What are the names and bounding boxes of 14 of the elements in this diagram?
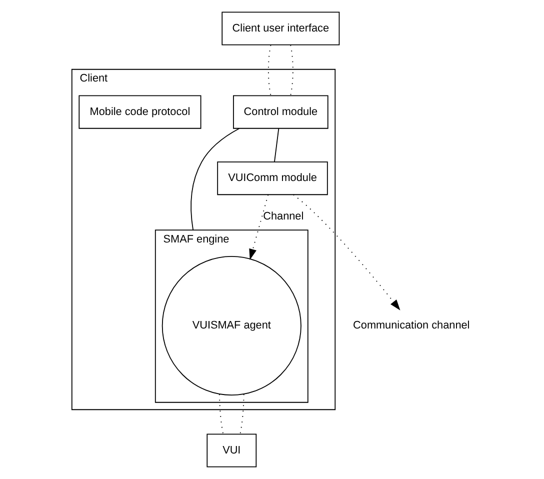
connector — [218, 394, 224, 434]
node-circle: VUISMAF agent — [161, 256, 301, 396]
node-text: Communication channel — [352, 320, 470, 332]
node-box: VUI — [206, 434, 256, 468]
connector — [190, 128, 240, 230]
connector — [239, 394, 244, 434]
arrow — [248, 194, 268, 260]
node-box: Control module — [232, 95, 328, 129]
edge-label: Channel — [262, 210, 304, 223]
arrow — [292, 194, 400, 310]
node-box: VUIComm module — [216, 162, 328, 196]
connector — [274, 128, 279, 162]
node-box: Client user interface — [221, 12, 340, 46]
node-box: Mobile code protocol — [78, 95, 201, 129]
